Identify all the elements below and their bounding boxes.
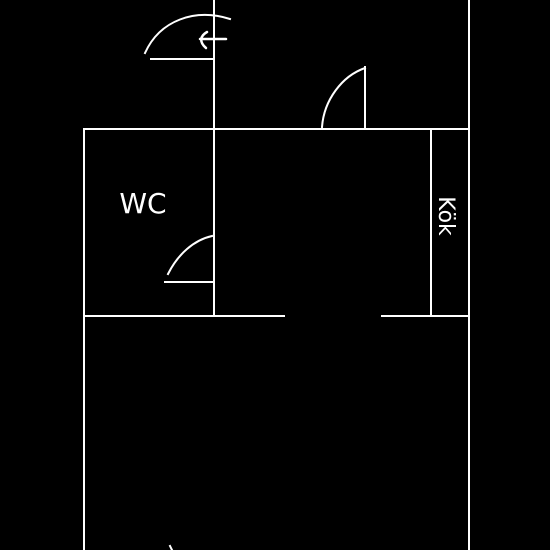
kitchen-label: Kök bbox=[433, 196, 458, 236]
wc-label: WC bbox=[119, 187, 166, 220]
entrance-door-swing bbox=[143, 14, 232, 55]
room-door-swing bbox=[320, 66, 367, 129]
wc-door-swing bbox=[166, 234, 214, 276]
entrance-arrow-icon bbox=[198, 30, 228, 50]
bottom-tick bbox=[168, 544, 174, 550]
